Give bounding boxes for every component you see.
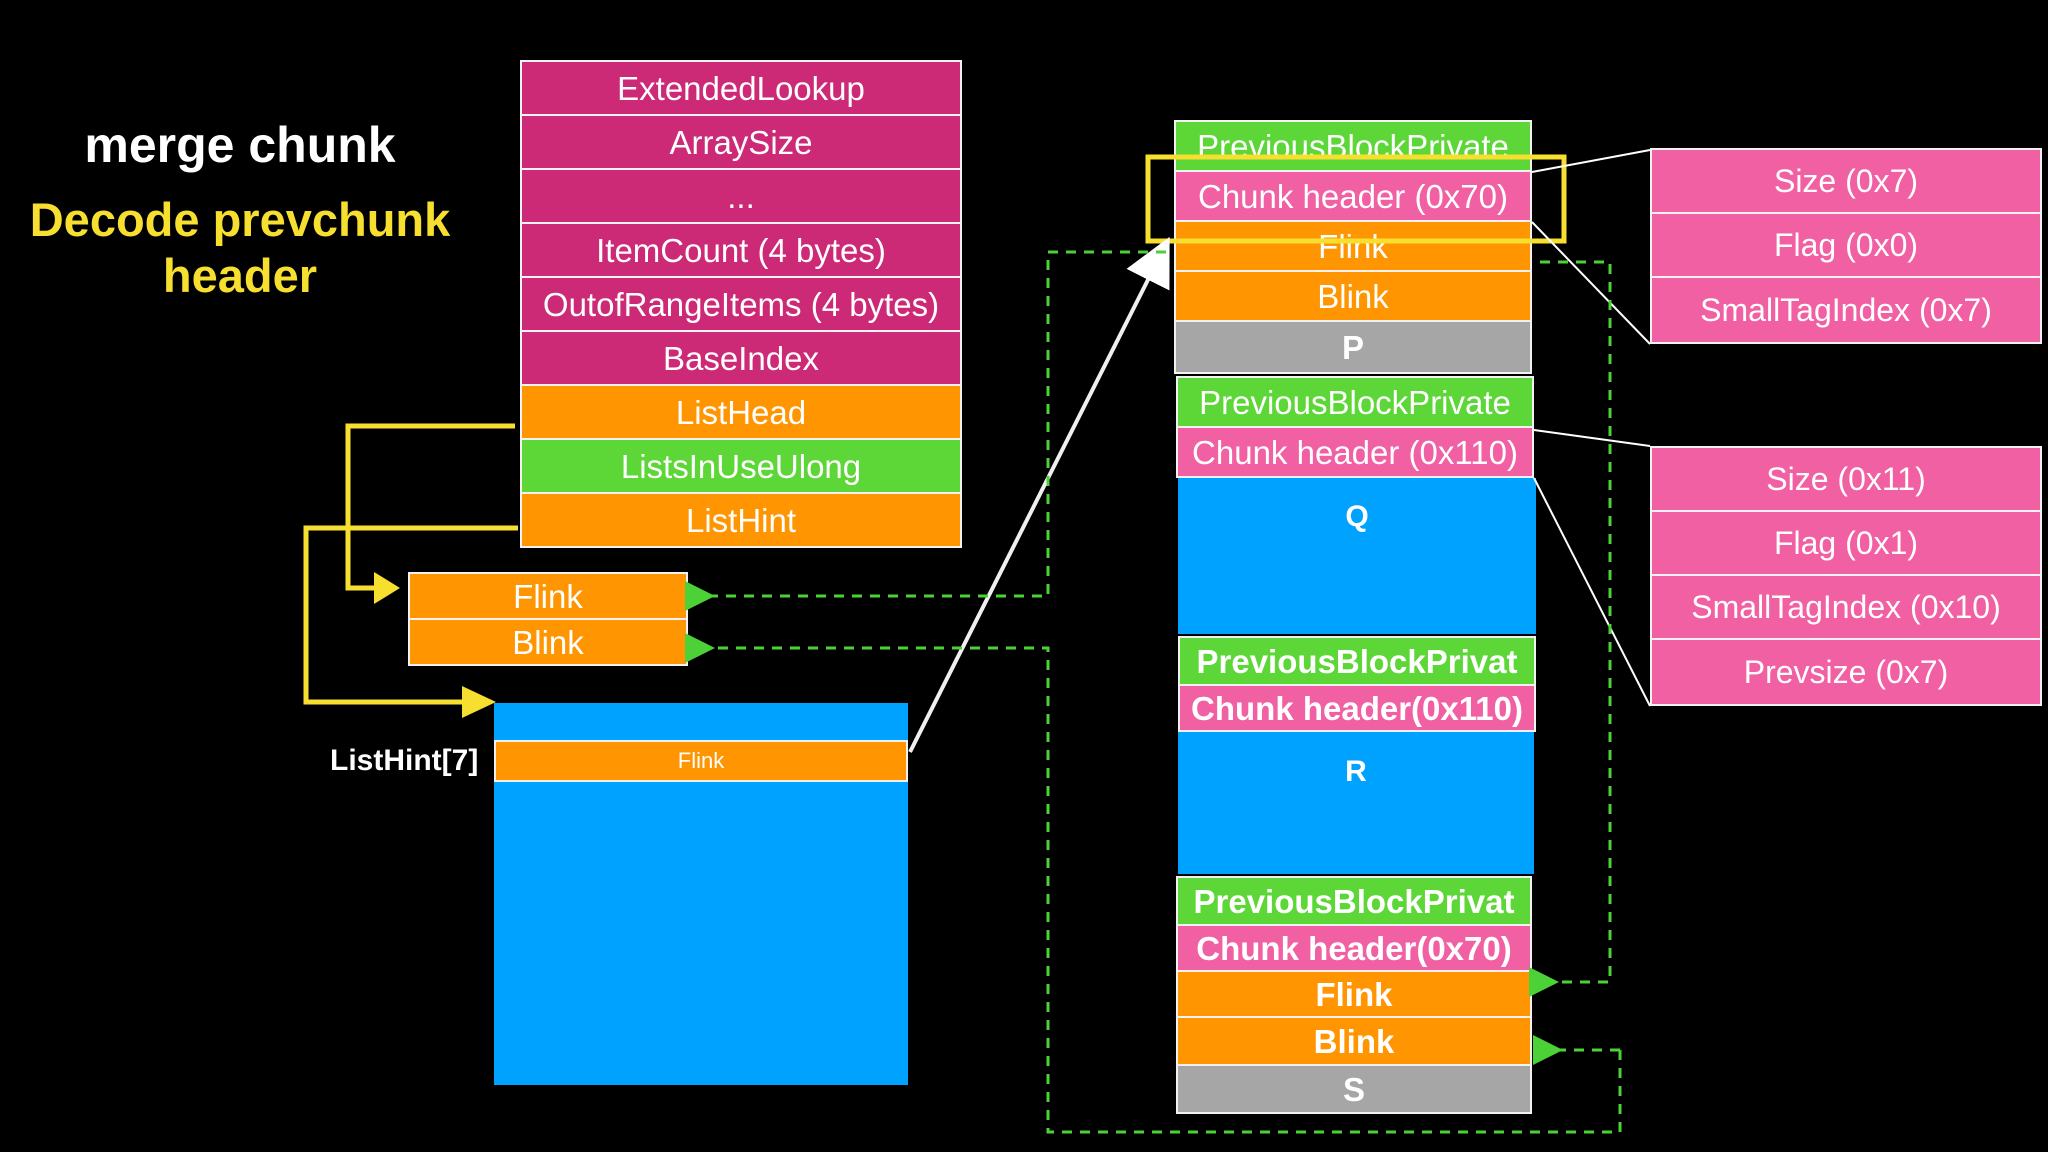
decoded-p-small-tag-index: SmallTagIndex (0x7) (1650, 276, 2042, 344)
decode-line-q-top (1533, 429, 1651, 447)
chunk-s-label: S (1176, 1064, 1532, 1114)
chunk-s-flink: Flink (1176, 970, 1532, 1018)
chunk-r-prev-block: PreviousBlockPrivat (1178, 636, 1536, 686)
list-head-flink: Flink (408, 572, 688, 620)
chunk-r-label: R (1345, 755, 1367, 788)
p-blink-to-s-flink-link (1529, 260, 1612, 997)
heap-field-out-of-range-items: OutofRangeItems (4 bytes) (520, 276, 962, 332)
slide-subtitle-line-2: header (162, 249, 318, 303)
heap-field-array-size: ArraySize (520, 114, 962, 170)
decoded-q-prev-size: Prevsize (0x7) (1650, 638, 2042, 706)
decoded-q-size: Size (0x11) (1650, 446, 2042, 512)
chunk-q-body (1178, 478, 1536, 634)
list-head-blink: Blink (408, 618, 688, 666)
heap-field-lists-in-use-ulong: ListsInUseUlong (520, 438, 962, 494)
slide-subtitle-line-1: Decode prevchunk (29, 193, 451, 246)
decode-line-p-top (1531, 149, 1651, 173)
decoded-p-flag: Flag (0x0) (1650, 212, 2042, 278)
chunk-q-label: Q (1345, 500, 1369, 533)
decoded-q-flag: Flag (0x1) (1650, 510, 2042, 576)
list-hint-pointer-arrowhead (462, 686, 496, 718)
chunk-s-header: Chunk header(0x70) (1176, 924, 1532, 972)
chunk-r-body (1178, 732, 1534, 874)
slide-title: merge chunk (84, 117, 396, 173)
chunk-p-blink: Blink (1174, 270, 1532, 322)
chunk-q-header: Chunk header (0x110) (1176, 426, 1534, 478)
heap-field-list-head: ListHead (520, 384, 962, 440)
chunk-s-blink: Blink (1176, 1016, 1532, 1066)
heap-field-extended-lookup: ExtendedLookup (520, 60, 962, 116)
decoded-p-size: Size (0x7) (1650, 148, 2042, 214)
slide-subtitle: Decode prevchunk header (20, 192, 460, 305)
chunk-p-header: Chunk header (0x70) (1174, 170, 1532, 222)
list-hint-7-flink: Flink (494, 740, 908, 782)
decode-line-q-bottom (1533, 477, 1651, 707)
list-head-pointer-arrow (345, 423, 515, 591)
chunk-r-header: Chunk header(0x110) (1178, 684, 1536, 732)
decoded-q-small-tag-index: SmallTagIndex (0x10) (1650, 574, 2042, 640)
decode-line-p-bottom (1531, 221, 1651, 345)
heap-field-base-index: BaseIndex (520, 330, 962, 386)
heap-field-ellipsis: ... (520, 168, 962, 224)
chunk-s-prev-block: PreviousBlockPrivat (1176, 876, 1532, 926)
chunk-p-flink: Flink (1174, 220, 1532, 272)
list-hint-7-label: ListHint[7] (330, 744, 479, 777)
list-head-pointer-arrowhead (374, 572, 400, 604)
chunk-p-label: P (1174, 320, 1532, 374)
chunk-q-prev-block: PreviousBlockPrivate (1176, 376, 1534, 428)
chunk-p-prev-block: PreviousBlockPrivate (1174, 120, 1532, 172)
heap-field-item-count: ItemCount (4 bytes) (520, 222, 962, 278)
heap-field-list-hint: ListHint (520, 492, 962, 548)
